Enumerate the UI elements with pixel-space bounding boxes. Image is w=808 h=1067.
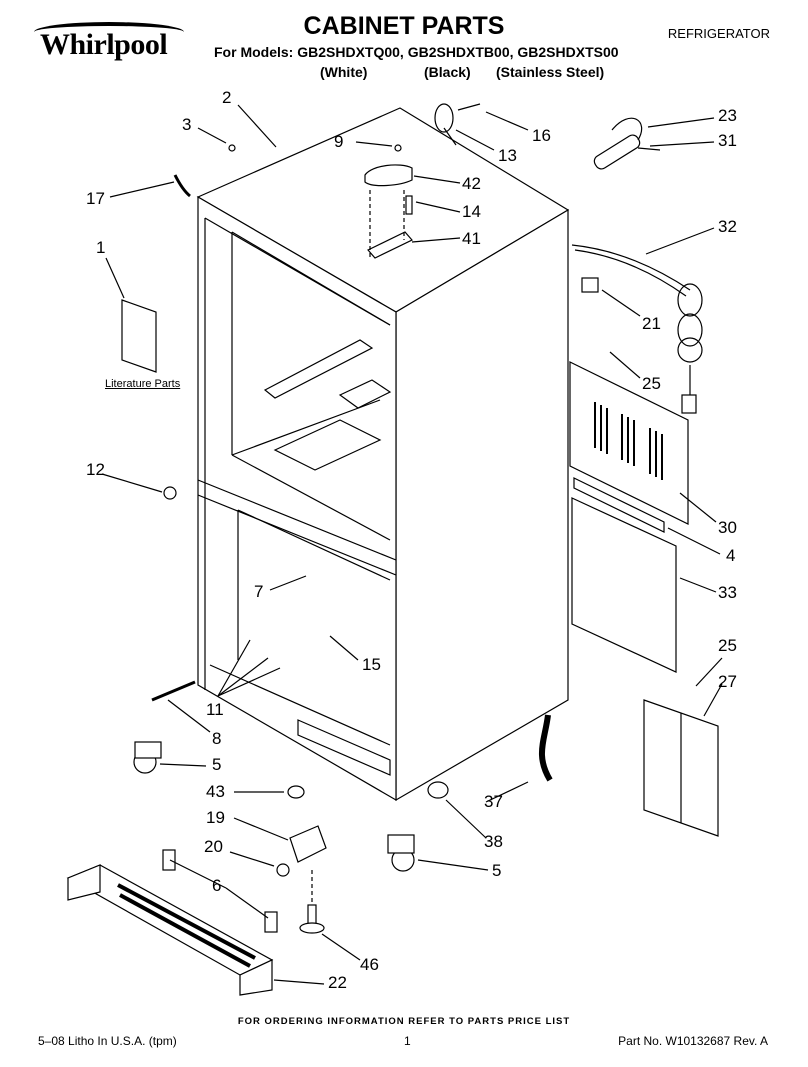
callout-2: 2 [222,88,232,107]
callout-30: 30 [718,518,737,537]
compressor-cover-33 [571,497,677,673]
tube-17 [173,174,191,198]
callout-9: 9 [334,132,344,151]
callout-27: 27 [718,672,737,691]
callout-21: 21 [642,314,661,333]
rear-access-panel [569,361,689,525]
side-cover-27 [643,699,719,837]
cabinet-outline [196,107,570,802]
caster-left [133,741,162,774]
models-line: For Models: GB2SHDXTQ00, GB2SHDXTB00, GB… [214,44,619,60]
water-valve-tube [593,117,661,170]
clip-21 [581,277,599,293]
callout-22: 22 [328,973,347,992]
callout-25-lower: 25 [718,636,737,655]
caster-right [387,834,415,872]
clip-38 [427,781,449,799]
callout-leaders [101,104,723,985]
finish-white: (White) [320,64,368,80]
bolt-8 [151,680,196,702]
hinge-cap-13-16 [434,103,481,146]
callout-31: 31 [718,131,737,150]
whirlpool-logo: Whirlpool [34,22,184,62]
callout-33: 33 [718,583,737,602]
callout-43: 43 [206,782,225,801]
bracket-19 [289,825,327,863]
page-number: 1 [404,1034,411,1048]
callout-14: 14 [462,202,481,221]
literature-parts-label: Literature Parts [105,378,181,390]
leveling-leg-46 [299,870,325,934]
finish-stainless: (Stainless Steel) [496,64,605,80]
part-number: Part No. W10132687 Rev. A [618,1034,768,1048]
callout-42: 42 [462,174,481,193]
callout-15: 15 [362,655,381,674]
finish-black: (Black) [424,64,471,80]
callout-1: 1 [96,238,106,257]
callout-23: 23 [718,106,737,125]
screw-20 [276,863,290,877]
logo-swoosh [34,22,184,42]
ordering-note: FOR ORDERING INFORMATION REFER TO PARTS … [237,1016,571,1027]
callout-5-left: 5 [212,755,222,774]
callout-32: 32 [718,217,737,236]
litho-info: 5–08 Litho In U.S.A. (tpm) [38,1034,177,1048]
toe-grille [66,849,278,996]
callout-46: 46 [360,955,379,974]
power-cord [571,244,703,414]
top-hinge [228,144,413,260]
drain-tube-37 [539,714,553,782]
callout-4: 4 [726,546,736,565]
appliance-category: REFRIGERATOR [667,26,770,41]
callout-25: 25 [642,374,661,393]
page-title: CABINET PARTS [303,12,505,40]
callout-12: 12 [86,460,105,479]
callout-13: 13 [498,146,517,165]
callout-6: 6 [212,876,222,895]
literature-packet [121,299,157,373]
callout-8: 8 [212,729,222,748]
callout-38: 38 [484,832,503,851]
callout-20: 20 [204,837,223,856]
callout-16: 16 [532,126,551,145]
gasket-strip-4 [573,477,665,533]
callout-11: 11 [206,700,224,719]
callout-19: 19 [206,808,225,827]
screw-12 [163,486,177,500]
cap-43 [287,785,305,799]
callout-3: 3 [182,115,192,134]
callout-7: 7 [254,582,264,601]
callout-37: 37 [484,792,503,811]
callout-41: 41 [462,229,481,248]
callout-17: 17 [86,189,105,208]
callout-5-right: 5 [492,861,502,880]
